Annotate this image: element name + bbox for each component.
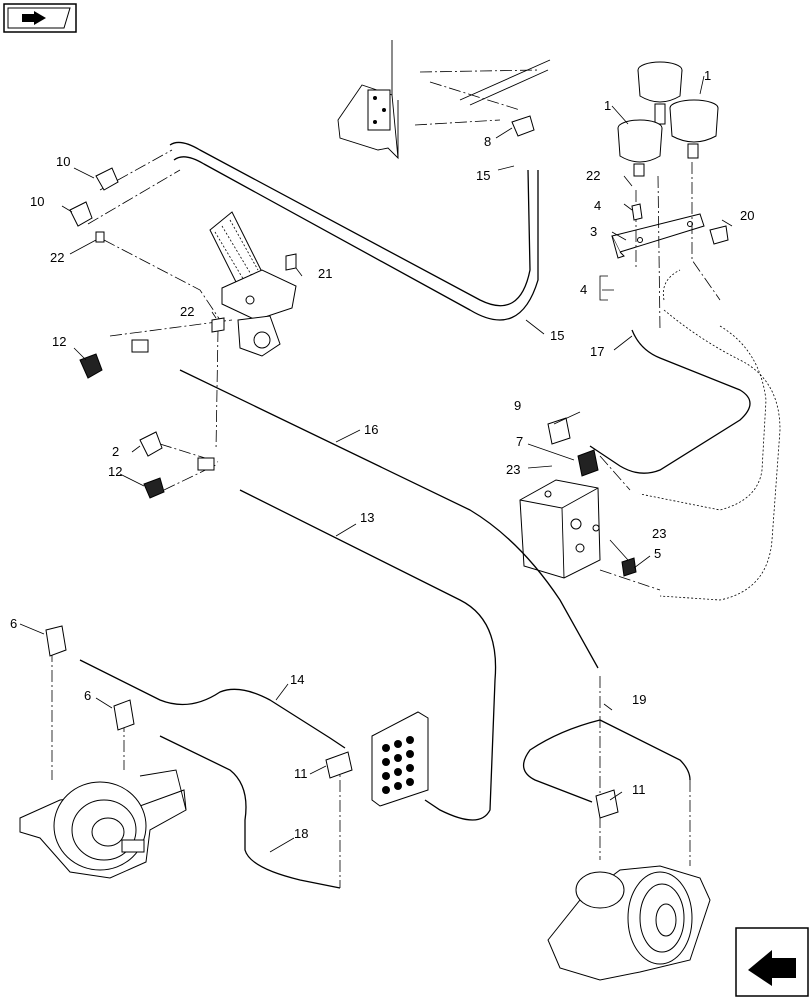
dotted-line-right-2 xyxy=(639,325,767,511)
front-axle-hub xyxy=(19,769,187,879)
accumulator-left xyxy=(617,119,663,177)
mounting-bracket xyxy=(611,213,705,259)
callout-17: 17 xyxy=(590,344,604,359)
callout-11b: 11 xyxy=(632,782,646,797)
callout-2: 2 xyxy=(112,444,119,459)
callout-22b: 22 xyxy=(50,250,64,265)
pressure-manifold xyxy=(371,711,429,807)
callout-1b: 1 xyxy=(704,68,711,83)
dotted-line-right-1 xyxy=(659,309,781,601)
callout-19: 19 xyxy=(632,692,646,707)
callout-13: 13 xyxy=(360,510,374,525)
callout-1a: 1 xyxy=(604,98,611,113)
callout-21: 21 xyxy=(318,266,332,281)
callout-15b: 15 xyxy=(550,328,564,343)
callout-12b: 12 xyxy=(108,464,122,479)
hose-17 xyxy=(589,329,751,474)
callout-7: 7 xyxy=(516,434,523,449)
callout-10a: 10 xyxy=(56,154,70,169)
callout-18: 18 xyxy=(294,826,308,841)
frame-bracket xyxy=(337,40,551,160)
callout-23a: 23 xyxy=(506,462,520,477)
callout-15a: 15 xyxy=(476,168,490,183)
valve-block xyxy=(519,479,601,579)
rear-axle-hub xyxy=(547,865,711,981)
accumulator-upper xyxy=(637,61,683,125)
hose-15-lower xyxy=(173,156,539,321)
callout-12a: 12 xyxy=(52,334,66,349)
hose-15-upper xyxy=(169,141,531,307)
next-page-arrow-icon[interactable] xyxy=(735,927,809,997)
hose-14 xyxy=(79,659,346,749)
callout-23b: 23 xyxy=(652,526,666,541)
callout-22c: 22 xyxy=(180,304,194,319)
callout-20: 20 xyxy=(740,208,754,223)
callout-9: 9 xyxy=(514,398,521,413)
catalog-index-icon[interactable] xyxy=(3,3,77,33)
hose-13 xyxy=(239,489,497,821)
callout-5: 5 xyxy=(654,546,661,561)
callout-4b: 4 xyxy=(580,282,587,297)
callout-6a: 6 xyxy=(10,616,17,631)
hose-19 xyxy=(523,719,691,803)
fittings xyxy=(45,115,729,819)
callout-10b: 10 xyxy=(30,194,44,209)
dotted-line-right-3 xyxy=(662,269,681,301)
callout-11a: 11 xyxy=(294,766,308,781)
callout-6b: 6 xyxy=(84,688,91,703)
hose-18 xyxy=(159,735,341,889)
callout-16: 16 xyxy=(364,422,378,437)
callout-14: 14 xyxy=(290,672,304,687)
leader-lines xyxy=(19,75,733,853)
callout-8: 8 xyxy=(484,134,491,149)
callout-4a: 4 xyxy=(594,198,601,213)
callout-22a: 22 xyxy=(586,168,600,183)
accumulator-right xyxy=(669,99,719,159)
hose-16 xyxy=(179,369,599,669)
brake-valve xyxy=(209,211,297,357)
callout-3: 3 xyxy=(590,224,597,239)
